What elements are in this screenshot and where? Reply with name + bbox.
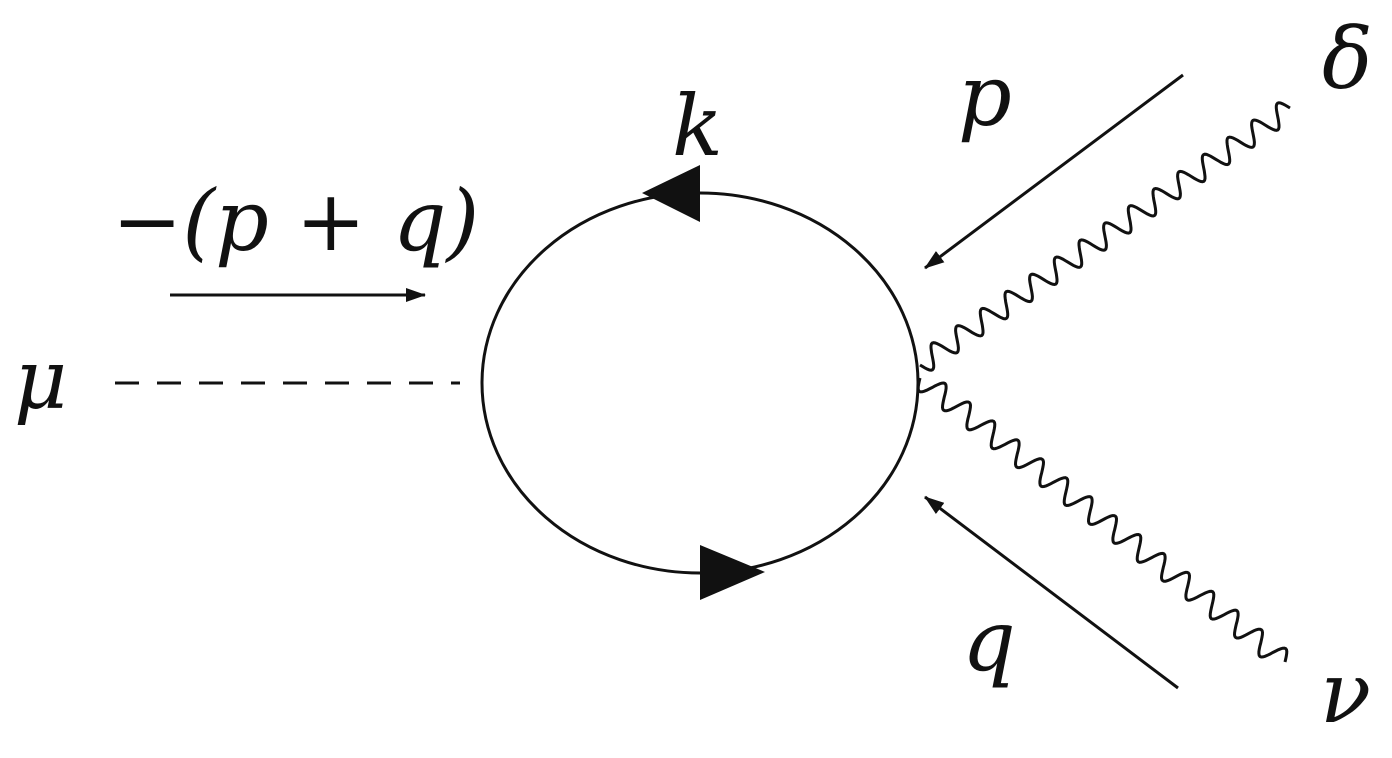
label-mu: μ: [14, 333, 67, 428]
label-q: q: [962, 592, 1016, 690]
label-nu: ν: [1320, 644, 1371, 742]
loop-arrow-top: [642, 165, 700, 222]
fermion-loop: [480, 191, 920, 575]
label-k: k: [672, 77, 723, 175]
label-p: p: [958, 47, 1012, 145]
label-incoming-momentum: −(p + q): [112, 172, 479, 270]
momentum-arrow-q: [924, 495, 1179, 690]
loop-arrow-bottom: [700, 545, 765, 600]
wavy-line-nu: [916, 377, 1289, 663]
momentum-arrow-p: [924, 73, 1184, 270]
label-delta: δ: [1322, 10, 1373, 108]
wavy-line-delta: [919, 101, 1291, 372]
